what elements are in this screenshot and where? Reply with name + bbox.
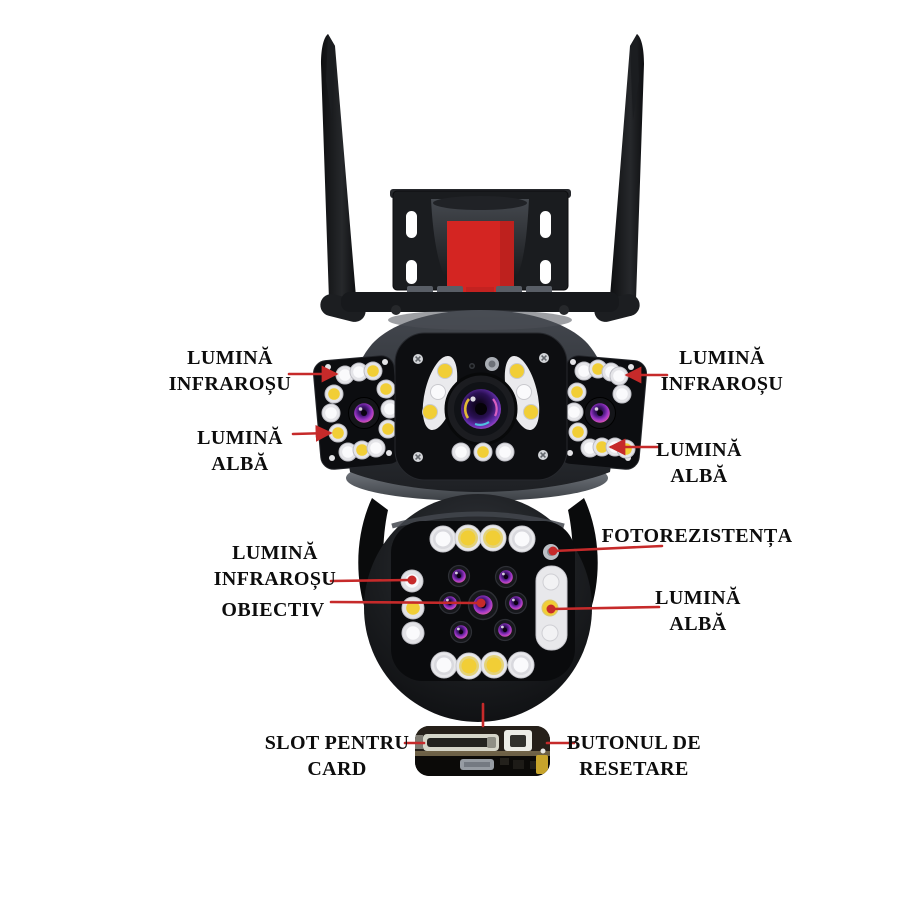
antenna-left: [321, 34, 356, 316]
head-top-bar: [341, 292, 619, 315]
label-lumina-infrarosu-ball: LUMINĂ INFRAROȘU: [213, 542, 337, 590]
side-lens-left: [348, 397, 380, 429]
annotation-dots: [407, 546, 558, 614]
annotation-lines: [287, 365, 669, 745]
sd-slot-inset: [415, 726, 550, 776]
label-lumina-alba-head-left: LUMINĂ ALBĂ: [197, 427, 283, 475]
led-module-right: [557, 355, 648, 470]
label-lumina-alba-ball: LUMINĂ ALBĂ: [655, 587, 741, 635]
antenna-right: [609, 34, 644, 316]
mount-bracket: [390, 189, 571, 301]
main-lens: [444, 372, 518, 446]
label-butonul-de-resetare: BUTONUL DE RESETARE: [566, 732, 702, 780]
white-light-led-strip: [535, 565, 568, 651]
label-lumina-infrarosu-head-right: LUMINĂ INFRAROȘU: [660, 347, 784, 395]
reset-button: [504, 730, 532, 751]
center-camera-module: [394, 332, 568, 481]
label-obiectiv: OBIECTIV: [221, 599, 325, 621]
white-light-led: [328, 423, 348, 443]
sd-card-slot: [423, 734, 499, 751]
label-lumina-alba-head-right: LUMINĂ ALBĂ: [656, 439, 742, 487]
light-sensor: [485, 357, 499, 371]
label-fotorezistenta: FOTOREZISTENȚA: [601, 525, 793, 547]
ir-led: [609, 366, 629, 386]
wing-leds: [422, 363, 539, 420]
led-module-left: [312, 355, 403, 470]
label-lumina-infrarosu-head-left: LUMINĂ INFRAROȘU: [168, 347, 292, 395]
side-lens-right: [584, 397, 616, 429]
label-slot-pentru-card: SLOT PENTRU CARD: [264, 732, 410, 780]
